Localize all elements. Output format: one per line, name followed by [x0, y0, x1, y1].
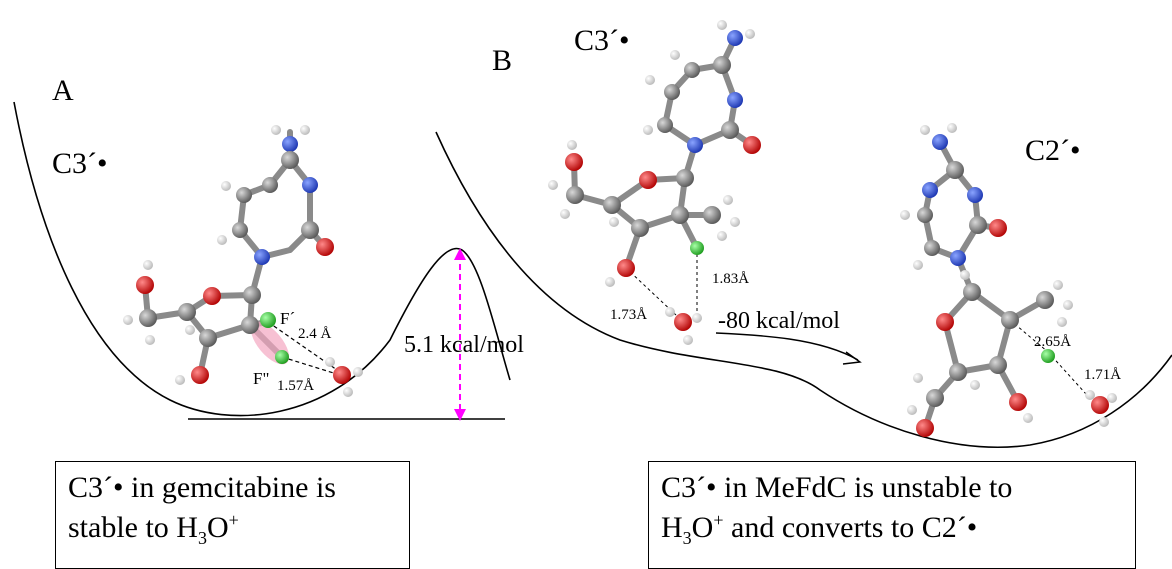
barrier-energy-label: 5.1 kcal/mol	[404, 332, 524, 358]
panel-b-radical-left: C3´•	[574, 24, 630, 57]
panel-a-letter: A	[52, 74, 74, 107]
distance-a-1: 2.4 Å	[298, 326, 332, 342]
panel-b-caption-box: C3´• in MeFdC is unstable to H3O+ and co…	[648, 461, 1136, 569]
molecule-b-left	[548, 20, 761, 345]
panel-b-caption-line2: H3O+ and converts to C2´•	[661, 510, 978, 548]
f-prime-label: F´	[280, 309, 295, 328]
distance-b-4: 1.71Å	[1084, 367, 1121, 383]
f-double-prime-label: F"	[253, 369, 269, 388]
panel-a-radical-label: C3´•	[52, 147, 108, 180]
panel-b-letter: B	[492, 44, 512, 77]
distance-b-2: 1.73Å	[610, 307, 647, 323]
distance-b-1: 1.83Å	[712, 271, 749, 287]
distance-a-2: 1.57Å	[277, 378, 314, 394]
panel-b-caption-line1: C3´• in MeFdC is unstable to	[661, 471, 1013, 504]
distance-b-3: 2.65Å	[1034, 334, 1071, 350]
panel-a-energy-curve	[13, 101, 511, 417]
panel-b-radical-right: C2´•	[1025, 134, 1081, 167]
reaction-arrow	[715, 332, 859, 361]
panel-a-caption-line1: C3´• in gemcitabine is	[68, 471, 336, 504]
panel-a-caption-line2: stable to H3O+	[68, 510, 239, 548]
reaction-energy-label: -80 kcal/mol	[718, 308, 840, 334]
molecule-b-right	[900, 123, 1117, 437]
panel-a-caption-box: C3´• in gemcitabine is stable to H3O+	[55, 461, 410, 569]
molecule-a	[123, 125, 363, 397]
reaction-arrowhead	[842, 351, 862, 365]
panel-b-energy-curve	[435, 131, 1172, 448]
